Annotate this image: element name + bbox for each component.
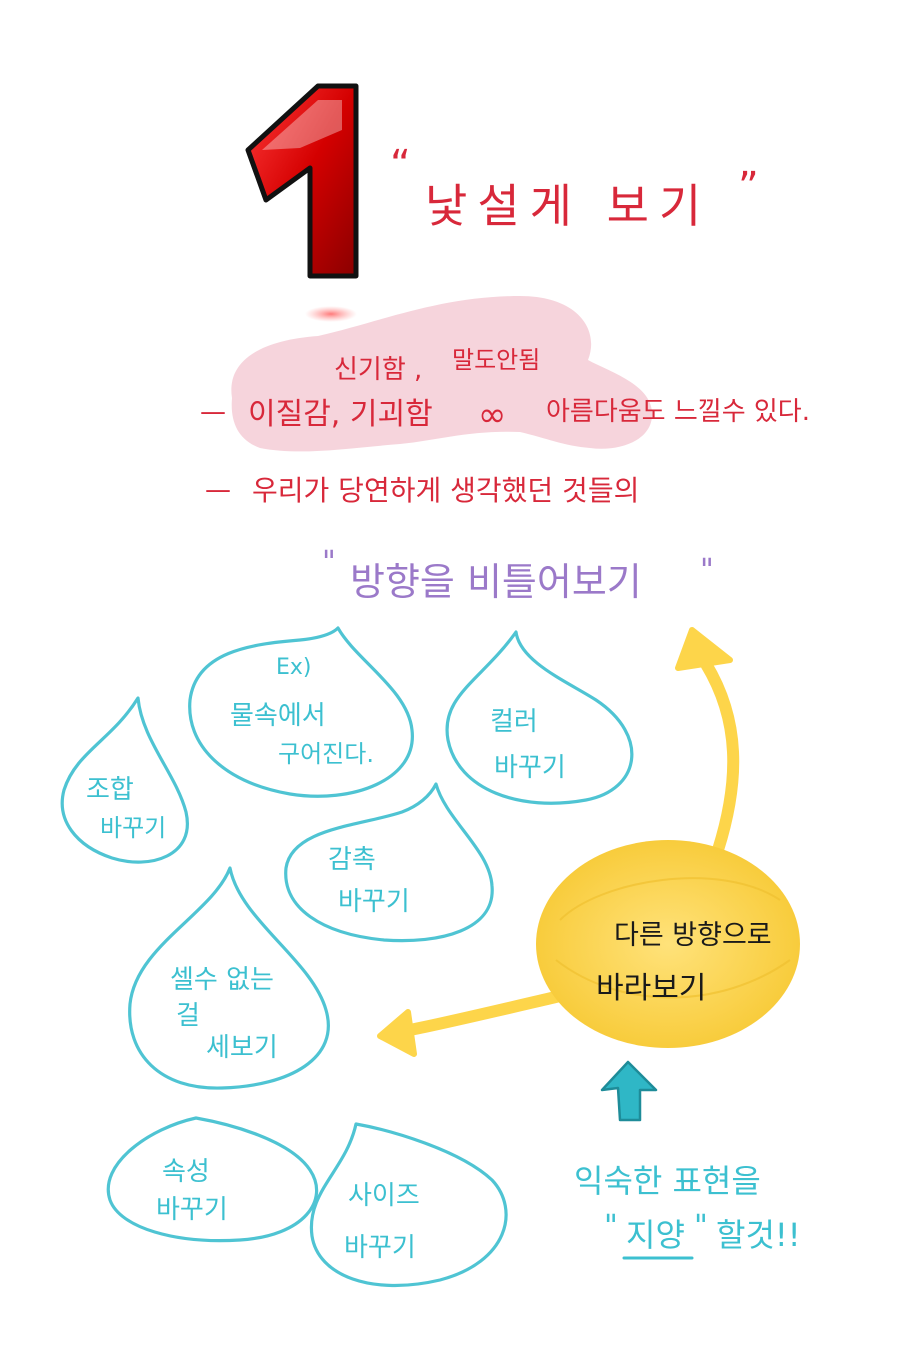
bottom-note-quoted: 지양 [626, 1216, 685, 1254]
title: “ 낯설게 보기 ” [390, 142, 759, 233]
drop-countless-line-3: 세보기 [206, 1033, 278, 1063]
drop-texture-line-2: 바꾸기 [338, 887, 410, 917]
line-2-dash: — [205, 475, 231, 505]
line-1: 신기함 , 말도안됨 — 이질감, 기괴함 ∞ 아름다움도 느낄수 있다. [200, 346, 810, 435]
center-line-2: 바라보기 [596, 971, 706, 1006]
highlight-close-quote: " [700, 553, 714, 588]
drop-texture: 감촉 바꾸기 [284, 782, 494, 943]
center-line-1: 다른 방향으로 [614, 920, 772, 951]
drop-size-line-2: 바꾸기 [344, 1233, 416, 1263]
line-1-part-b: 아름다움도 느낄수 있다. [546, 397, 810, 427]
arrow-up-right [675, 627, 740, 856]
title-open-quote: “ [390, 142, 411, 188]
bottom-note-open-quote: " [604, 1209, 618, 1244]
line-2-text: 우리가 당연하게 생각했던 것들의 [252, 474, 639, 507]
drop-countless-line-2: 걸 [176, 1001, 200, 1031]
teal-up-arrow [600, 1060, 658, 1122]
drop-color-line-2: 바꾸기 [494, 753, 566, 783]
drop-example-line-1: Ex) [276, 655, 312, 680]
infinity-symbol: ∞ [478, 395, 506, 435]
title-text: 낯설게 보기 [425, 179, 711, 233]
arrow-left [377, 990, 566, 1057]
drop-attribute: 속성 바꾸기 [106, 1116, 319, 1243]
drop-color-line-1: 컬러 [490, 707, 538, 737]
drop-example-line-3: 구어진다. [278, 740, 374, 768]
drop-texture-line-1: 감촉 [328, 845, 376, 875]
highlight-open-quote: " [322, 545, 336, 580]
line-2: — 우리가 당연하게 생각했던 것들의 [205, 474, 639, 507]
drop-attribute-line-2: 바꾸기 [156, 1195, 228, 1225]
drop-size-line-1: 사이즈 [348, 1181, 420, 1211]
line-1-part-a: 이질감, 기괴함 [248, 397, 433, 432]
annotation-left: 신기함 , [334, 355, 422, 385]
highlight-text: 방향을 비틀어보기 [350, 560, 642, 604]
drop-attribute-line-1: 속성 [162, 1157, 210, 1187]
bottom-note-rest: 할것!! [716, 1216, 801, 1254]
drop-example-line-2: 물속에서 [230, 701, 326, 731]
number-one-badge: 1 [245, 83, 359, 322]
drop-example: Ex) 물속에서 구어진다. [188, 626, 414, 798]
pink-highlight [231, 296, 653, 452]
bottom-note-close-quote: " [694, 1209, 708, 1244]
drop-size: 사이즈 바꾸기 [309, 1122, 508, 1288]
drop-color: 컬러 바꾸기 [445, 630, 634, 805]
drop-combination-line-1: 조합 [86, 775, 134, 805]
drop-countless-line-1: 셀수 없는 [170, 965, 274, 995]
bottom-note-line-1: 익숙한 표현을 [574, 1162, 761, 1200]
drop-combination: 조합 바꾸기 [60, 696, 189, 864]
line-1-dash: — [200, 397, 226, 427]
title-close-quote: ” [738, 164, 759, 210]
highlight-phrase: " 방향을 비틀어보기 " [322, 545, 714, 604]
center-circle: 다른 방향으로 바라보기 [536, 840, 800, 1048]
bottom-note: 익숙한 표현을 " 지양 " 할것!! [574, 1162, 801, 1260]
drop-countless: 셀수 없는 걸 세보기 [128, 866, 330, 1090]
drop-combination-line-2: 바꾸기 [100, 814, 166, 842]
annotation-right: 말도안됨 [452, 346, 540, 374]
